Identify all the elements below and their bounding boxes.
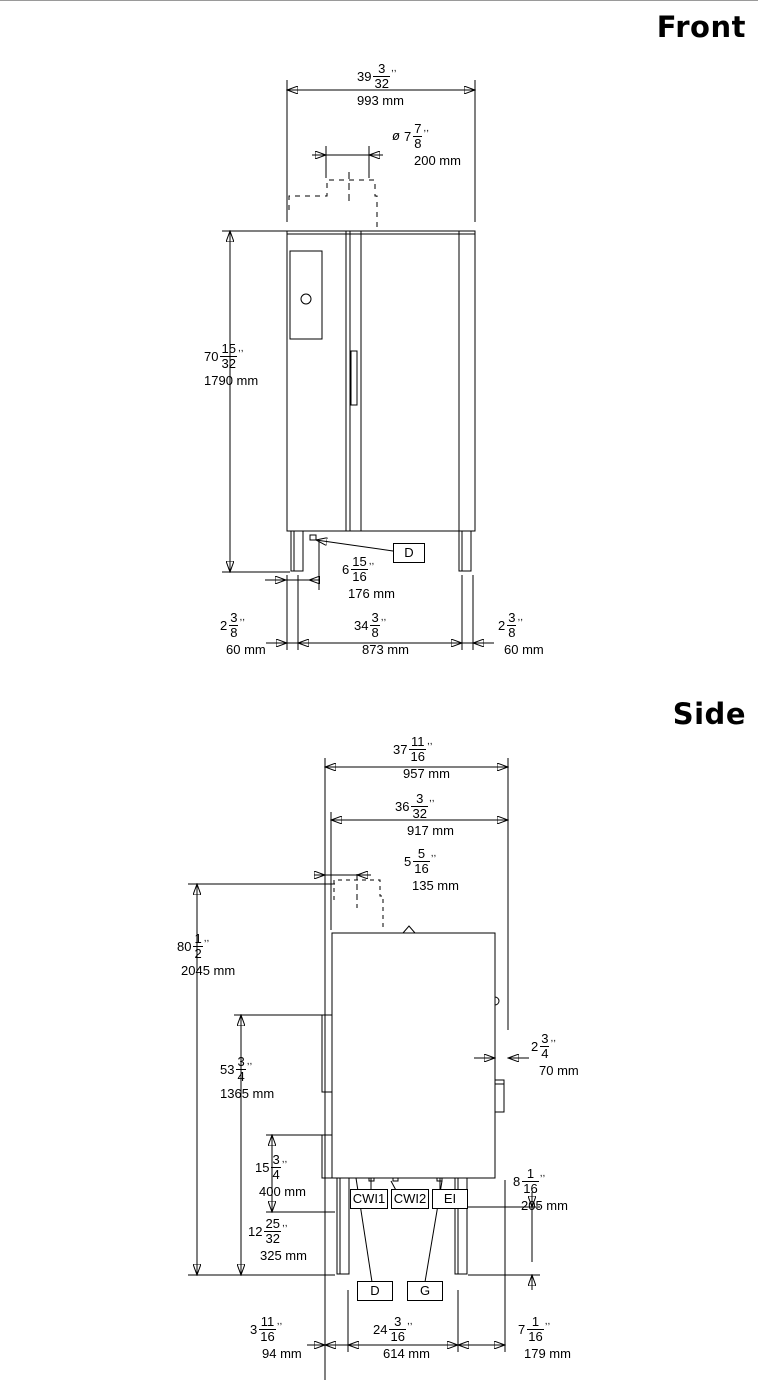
side-view-heading: Side (672, 697, 746, 731)
side-foot-front (336, 1177, 350, 1275)
front-flue-outline (288, 179, 378, 228)
side-cabinet-outline (331, 932, 496, 1179)
side-rear-valve (494, 996, 500, 1006)
side-flue-outline (333, 879, 384, 931)
door-handle (350, 350, 358, 406)
front-view (222, 80, 494, 650)
control-panel (289, 250, 323, 340)
side-gas-tag: G (407, 1281, 443, 1301)
top-rule (0, 0, 758, 1)
front-foot-left (290, 530, 304, 572)
side-top-vent (402, 925, 416, 934)
side-cwi2-tag: CWI2 (391, 1189, 429, 1209)
side-drain-tag: D (357, 1281, 393, 1301)
front-foot-right (458, 530, 472, 572)
front-view-heading: Front (656, 10, 746, 44)
side-cwi1-tag: CWI1 (350, 1189, 388, 1209)
front-drain-tag: D (393, 543, 425, 563)
side-door-panel-lower (321, 1134, 333, 1179)
front-drain-fitting (309, 534, 317, 541)
side-foot-rear (454, 1177, 468, 1275)
side-door-panel-upper (321, 1014, 333, 1093)
control-knob (300, 293, 312, 305)
side-rear-handle (494, 1079, 505, 1113)
side-ei-tag: EI (432, 1189, 468, 1209)
side-view (188, 758, 540, 1380)
front-cabinet-outline (286, 230, 476, 532)
